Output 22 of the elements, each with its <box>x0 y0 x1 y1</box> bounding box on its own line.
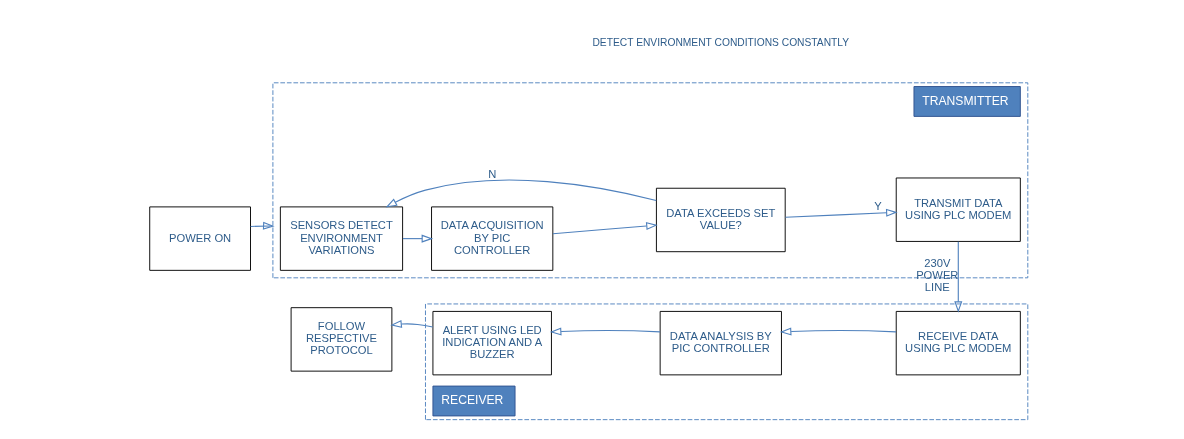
edge-label: N <box>487 167 496 180</box>
node-box: DATA ACQUISITION BY PIC CONTROLLER <box>430 206 553 271</box>
arrow <box>784 208 898 218</box>
node-box: SENSORS DETECT ENVIRONMENT VARIATIONS <box>279 206 403 271</box>
arrow <box>401 234 433 243</box>
arrow <box>549 327 661 336</box>
arrow <box>389 319 433 329</box>
node-box: ALERT USING LED INDICATION AND A BUZZER <box>431 310 552 376</box>
node-box: DATA EXCEEDS SET VALUE? <box>655 187 786 253</box>
arrow <box>953 241 962 313</box>
label: DETECT ENVIRONMENT CONDITIONS CONSTANTLY <box>591 37 849 49</box>
edge-label: 230V POWER LINE <box>915 257 958 294</box>
node-box: TRANSMIT DATA USING PLC MODEM <box>895 177 1021 242</box>
edge-label: Y <box>873 200 882 213</box>
node-box: RECEIVE DATA USING PLC MODEM <box>895 310 1021 376</box>
arrow <box>779 327 897 336</box>
node-box: POWER ON <box>148 206 251 271</box>
node-box: FOLLOW RESPECTIVE PROTOCOL <box>290 307 392 372</box>
node-box: DATA ANALYSIS BY PIC CONTROLLER <box>659 310 782 376</box>
arrow <box>249 221 275 230</box>
arrow <box>551 222 658 235</box>
arrow <box>385 179 657 208</box>
